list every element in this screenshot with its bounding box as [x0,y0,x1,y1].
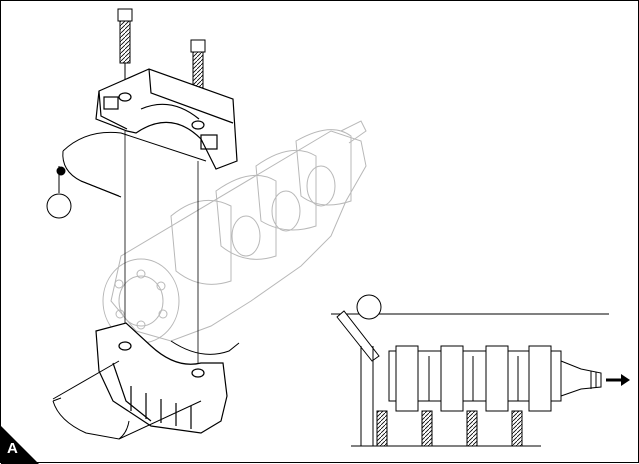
upper-bearing-cap [95,68,238,170]
inset-diagram [331,294,609,447]
lower-bearing-cap [95,322,228,434]
corner-tab [1,426,39,464]
upper-bearing-shell [56,131,207,198]
arrow-right-icon [606,374,630,386]
corner-label: A [7,440,18,457]
callout-circle [356,294,382,320]
callout-circle [46,193,72,219]
lower-bearing-shell [52,340,240,440]
